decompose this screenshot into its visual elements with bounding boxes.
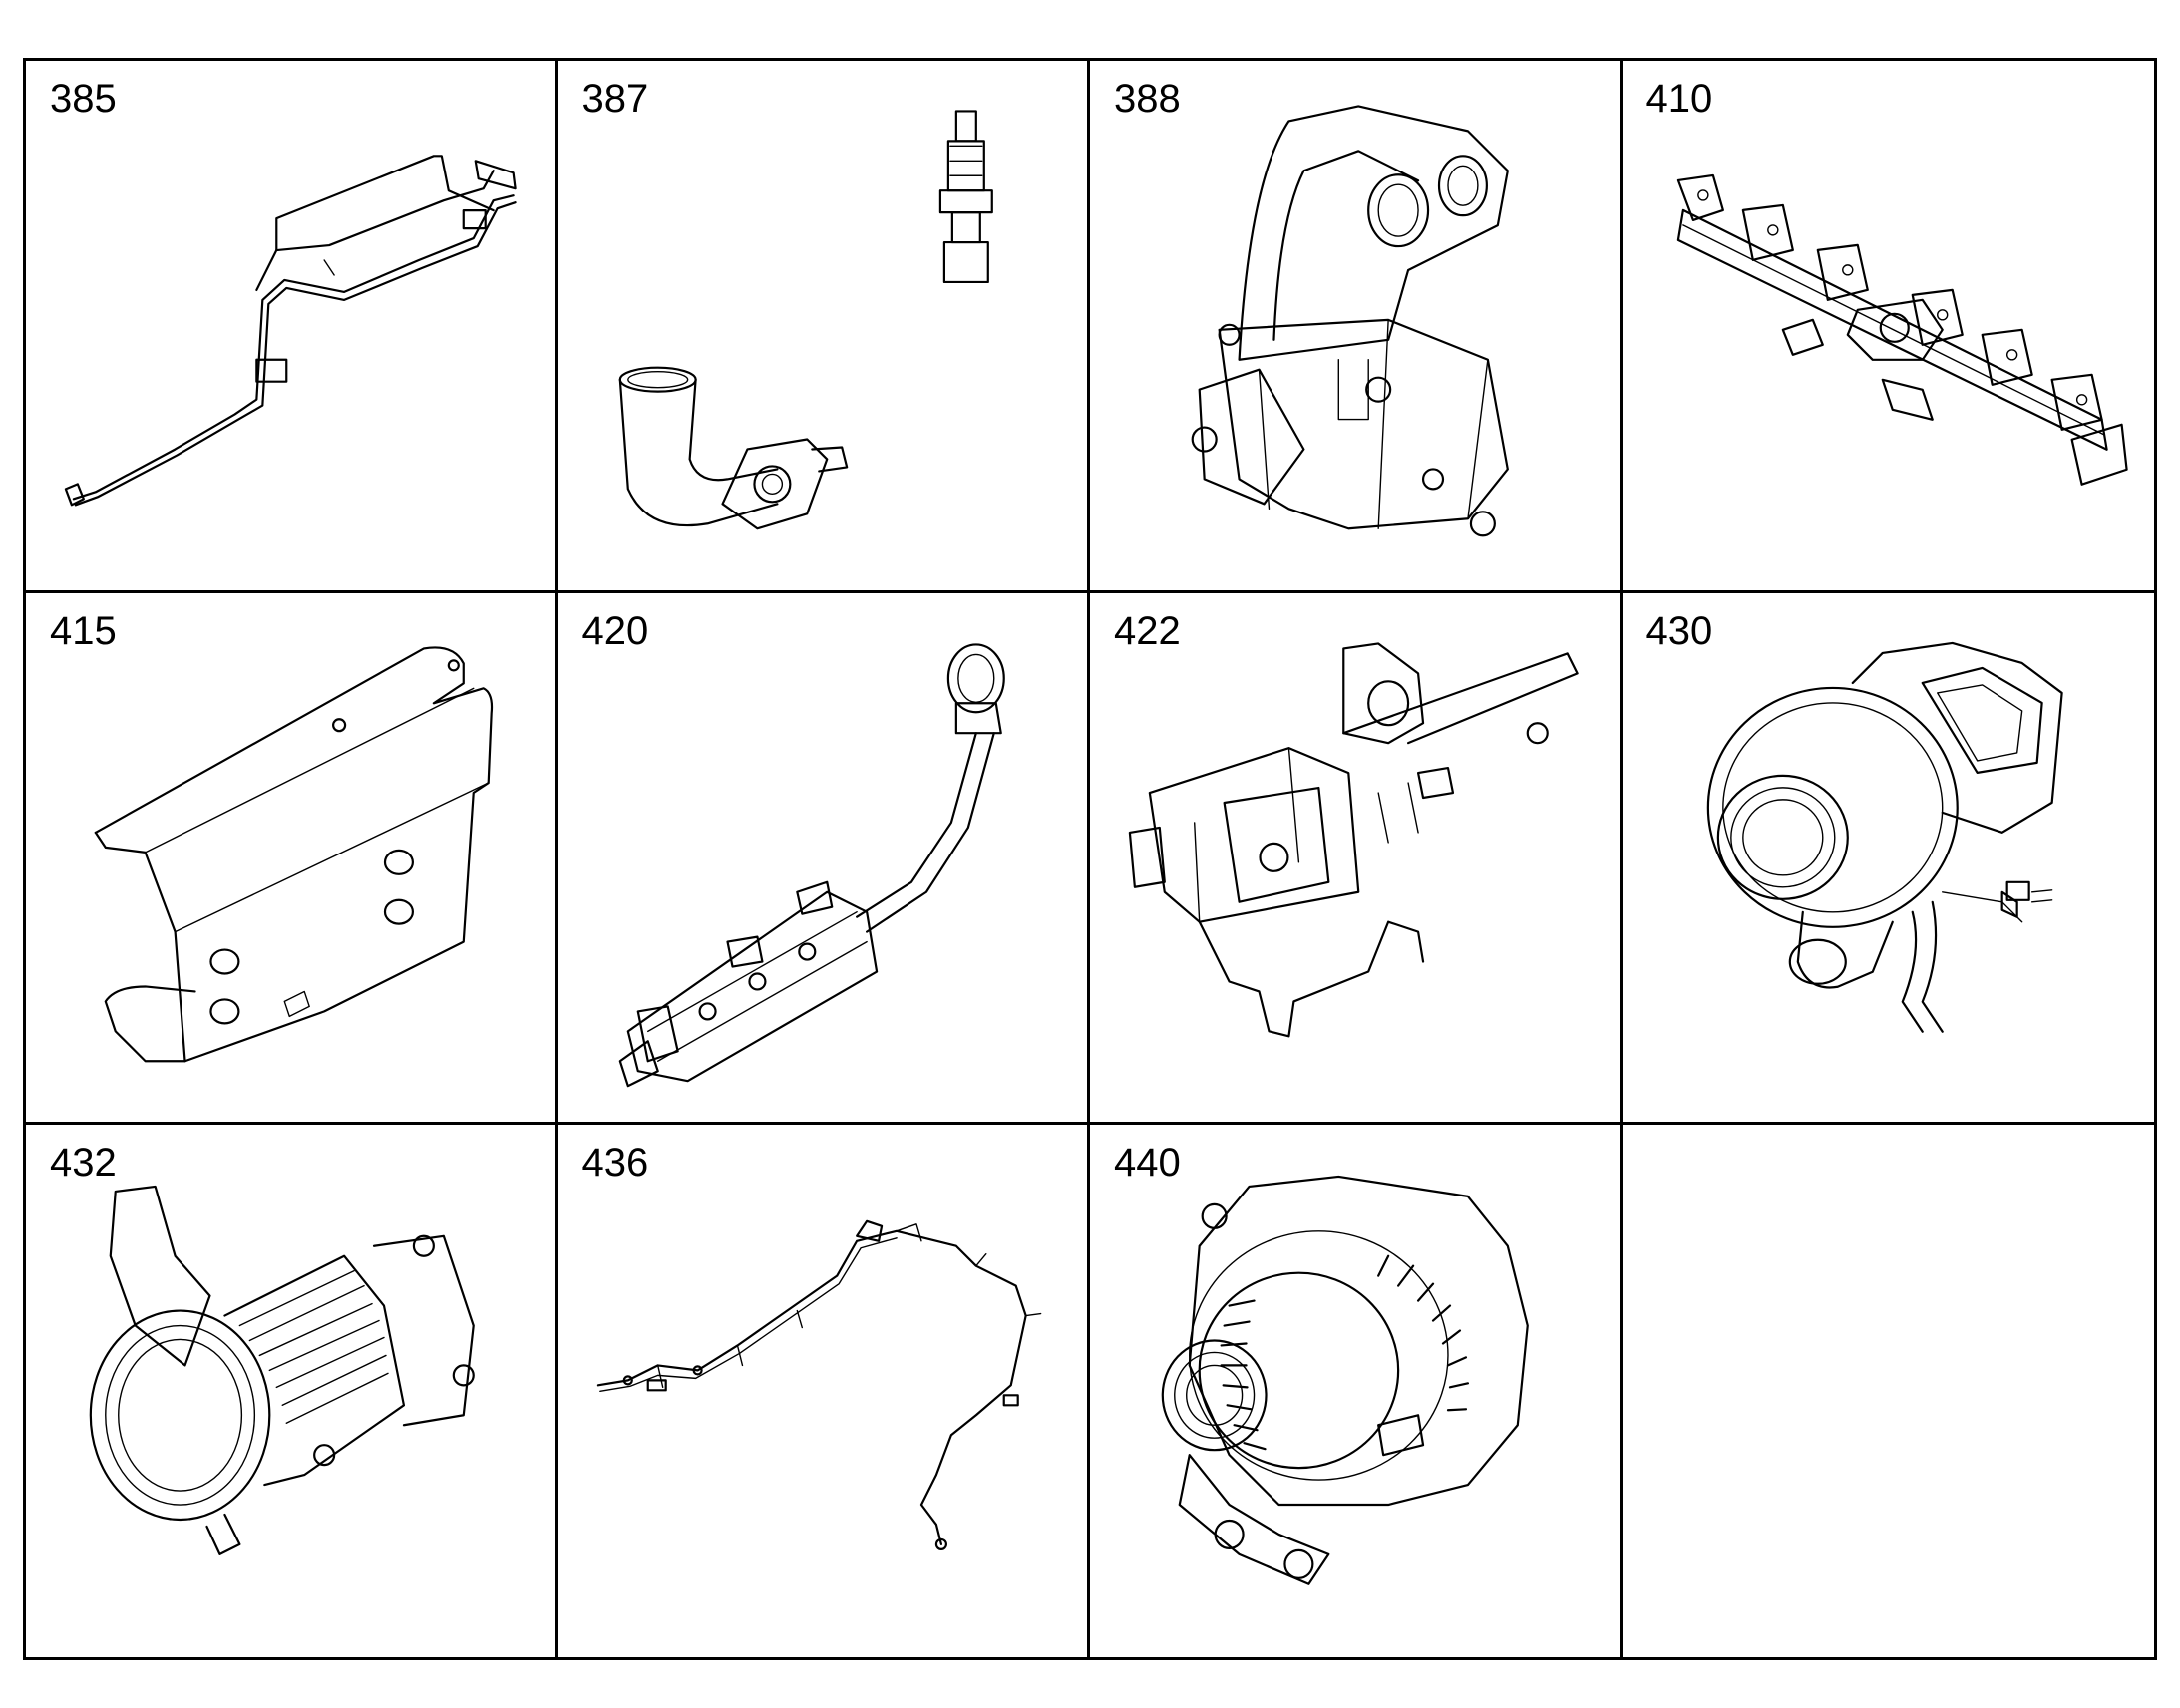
tube-assembly-icon (64, 155, 517, 507)
cell-410[interactable]: 410 (1622, 61, 2154, 593)
part-number: 422 (1114, 608, 1181, 653)
cell-436[interactable]: 436 (557, 1125, 1090, 1657)
part-number: 430 (1645, 608, 1713, 653)
alternator-icon (1161, 1176, 1529, 1586)
cell-420[interactable]: 420 (557, 592, 1090, 1126)
part-number: 388 (1114, 77, 1181, 121)
egr-cooler-icon (618, 643, 1005, 1087)
exhaust-connection-icon (89, 1186, 475, 1556)
part-number: 440 (1114, 1141, 1181, 1186)
part-number: 387 (581, 77, 649, 121)
cell-440[interactable]: 440 (1090, 1125, 1623, 1657)
part-number: 410 (1645, 77, 1713, 121)
turbocharger-icon (1706, 641, 2063, 1033)
part-number: 385 (50, 77, 117, 121)
exhaust-manifold-icon (1676, 173, 2128, 486)
fitting-elbow-icon (618, 110, 993, 530)
bracket-actuator-icon (1128, 642, 1579, 1038)
cell-385[interactable]: 385 (26, 61, 558, 593)
cell-432[interactable]: 432 (26, 1125, 558, 1657)
cell-empty (1622, 1125, 2154, 1657)
cell-430[interactable]: 430 (1622, 592, 2154, 1126)
housing-manifold-icon (1191, 105, 1509, 537)
cell-387[interactable]: 387 (557, 61, 1090, 593)
part-number: 432 (50, 1141, 117, 1186)
part-number: 420 (581, 608, 649, 653)
cell-388[interactable]: 388 (1090, 61, 1623, 593)
part-number: 436 (581, 1141, 649, 1186)
heat-shield-icon (94, 646, 494, 1063)
wiring-harness-icon (596, 1220, 1041, 1551)
cell-415[interactable]: 415 (26, 592, 558, 1126)
parts-grid: 385 387 (23, 58, 2157, 1660)
cell-422[interactable]: 422 (1090, 592, 1623, 1126)
part-number: 415 (50, 608, 117, 653)
